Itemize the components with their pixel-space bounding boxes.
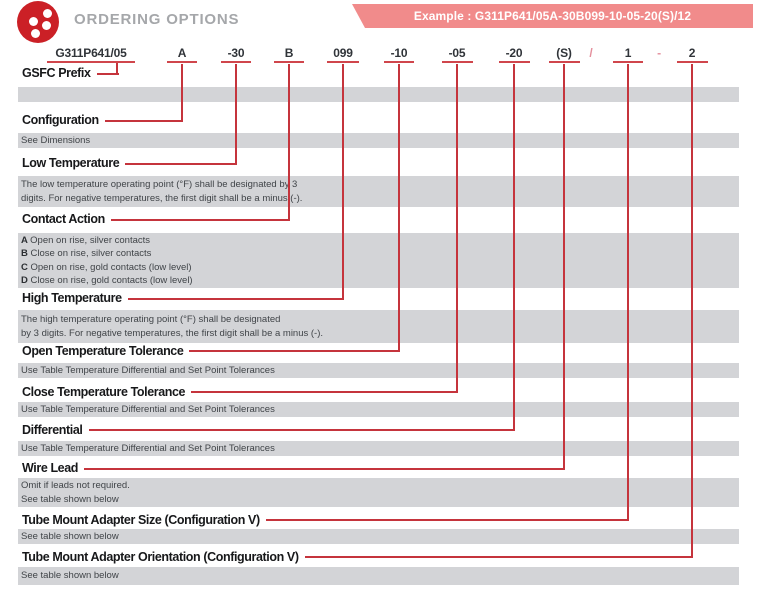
segment-drop-line (398, 64, 400, 352)
section-heading: Tube Mount Adapter Orientation (Configur… (22, 550, 299, 564)
section-connector-line (89, 429, 515, 431)
note-bold-prefix: D (21, 275, 31, 286)
segment-underline (384, 61, 414, 63)
section-note-bar: A Open on rise, silver contacts B Close o… (18, 233, 739, 288)
section-connector-line (105, 120, 183, 122)
segment-underline (221, 61, 251, 63)
part-segment: 2 (688, 46, 696, 60)
segment-underline (677, 61, 708, 63)
section-heading: High Temperature (22, 291, 122, 305)
section-heading: GSFC Prefix (22, 66, 91, 80)
section-note-bar: See table shown below (18, 567, 739, 585)
segment-drop-line (235, 64, 237, 165)
segment-drop-line (288, 64, 290, 221)
segment-separator: - (657, 46, 661, 60)
part-segment: 099 (333, 46, 353, 60)
section-note-bar: Use Table Temperature Differential and S… (18, 402, 739, 417)
section-note-bar: See table shown below (18, 529, 739, 544)
note-line: The high temperature operating point (°F… (21, 314, 281, 325)
section-heading: Configuration (22, 113, 99, 127)
segment-underline (499, 61, 530, 63)
note-line: Use Table Temperature Differential and S… (21, 442, 275, 454)
note-line: See table shown below (21, 570, 119, 582)
segment-drop-line (456, 64, 458, 393)
part-segment: -10 (390, 46, 408, 60)
segment-drop-line (563, 64, 565, 470)
note-line: See Dimensions (21, 134, 91, 146)
part-segment: A (177, 46, 187, 60)
section-note-bar: Use Table Temperature Differential and S… (18, 363, 739, 378)
section-connector-line (111, 219, 290, 221)
note-line: Use Table Temperature Differential and S… (21, 403, 275, 415)
section-heading: Differential (22, 423, 83, 437)
part-segment: 1 (624, 46, 632, 60)
note-line: See table shown below (21, 530, 119, 542)
segment-underline (47, 61, 135, 63)
page-title: ORDERING OPTIONS (74, 11, 240, 28)
segment-underline (327, 61, 359, 63)
segment-drop-line (342, 64, 344, 300)
section-heading: Wire Lead (22, 461, 79, 475)
section-note-bar: See Dimensions (18, 133, 739, 148)
note-line: D Close on rise, gold contacts (low leve… (21, 275, 193, 286)
section-connector-line (97, 73, 119, 75)
segment-separator: / (589, 46, 593, 60)
section-note-bar: The high temperature operating point (°F… (18, 310, 739, 343)
part-segment: G311P641/05 (55, 46, 127, 60)
section-connector-line (125, 163, 237, 165)
logo-dot-icon (42, 21, 51, 30)
segment-underline (274, 61, 304, 63)
part-segment: -30 (227, 46, 245, 60)
logo-dot-icon (31, 29, 40, 38)
segment-underline (549, 61, 580, 63)
section-heading: Contact Action (22, 212, 105, 226)
part-segment: B (284, 46, 294, 60)
section-note-bar: Use Table Temperature Differential and S… (18, 441, 739, 456)
note-line: See table shown below (21, 493, 119, 505)
section-note-bar (18, 87, 739, 102)
note-line: by 3 digits. For negative temperatures, … (21, 327, 324, 339)
section-heading: Close Temperature Tolerance (22, 385, 186, 399)
segment-drop-line (513, 64, 515, 431)
section-connector-line (189, 350, 400, 352)
section-connector-line (128, 298, 344, 300)
segment-drop-line (691, 64, 693, 558)
section-heading: Tube Mount Adapter Size (Configuration V… (22, 513, 260, 527)
example-banner: Example : G311P641/05A-30B099-10-05-20(S… (352, 4, 753, 28)
section-note-bar: Omit if leads not required. See table sho… (18, 478, 739, 507)
logo-dot-icon (43, 9, 52, 18)
segment-underline (167, 61, 197, 63)
note-bold-prefix: A (21, 234, 31, 246)
part-segment: -05 (448, 46, 466, 60)
brand-logo (17, 1, 59, 43)
note-line: digits. For negative temperatures, the f… (21, 192, 303, 204)
part-segment: (S) (556, 46, 572, 60)
note-line: A Open on rise, silver contacts (21, 234, 151, 246)
section-note-bar: The low temperature operating point (°F)… (18, 176, 739, 207)
example-label: Example : G311P641/05A-30B099-10-05-20(S… (413, 9, 692, 23)
section-heading: Open Temperature Tolerance (22, 344, 184, 358)
segment-drop-line (181, 64, 183, 122)
segment-drop-line (627, 64, 629, 521)
section-heading: Low Temperature (22, 156, 120, 170)
section-connector-line (305, 556, 693, 558)
part-segment: -20 (505, 46, 523, 60)
note-line: C Open on rise, gold contacts (low level… (21, 261, 192, 273)
logo-dot-icon (29, 17, 38, 26)
note-bold-prefix: B (21, 248, 31, 259)
section-connector-line (84, 468, 565, 470)
section-connector-line (191, 391, 458, 393)
section-connector-line (266, 519, 629, 521)
note-line: Omit if leads not required. (21, 480, 130, 491)
gsfc-connector-up (116, 63, 118, 75)
note-line: The low temperature operating point (°F)… (21, 179, 298, 190)
segment-underline (442, 61, 473, 63)
note-line: B Close on rise, silver contacts (21, 248, 152, 259)
segment-underline (613, 61, 643, 63)
note-line: Use Table Temperature Differential and S… (21, 364, 275, 376)
note-bold-prefix: C (21, 261, 31, 273)
